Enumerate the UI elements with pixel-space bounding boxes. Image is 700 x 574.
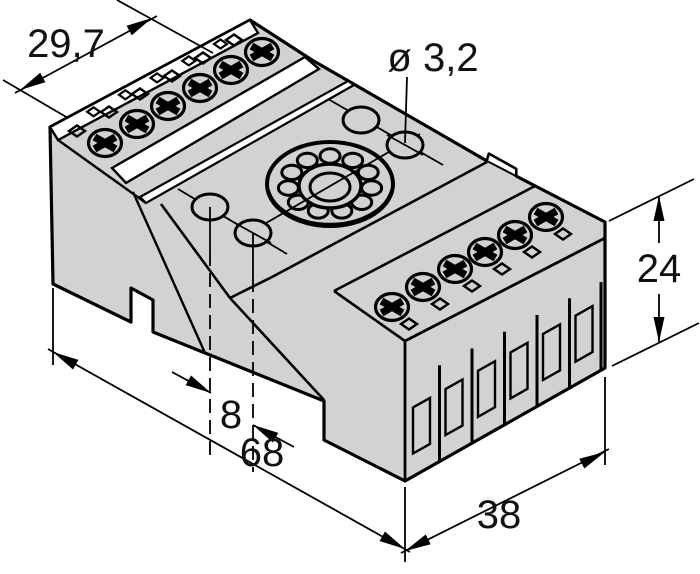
arrowhead — [20, 72, 46, 90]
body-edge-line — [131, 191, 207, 354]
dimension-line — [400, 448, 610, 554]
arrowhead — [579, 452, 605, 469]
dim-label-hole-diameter: ø 3,2 — [387, 36, 478, 80]
phillips-screw-icon — [376, 294, 409, 321]
label-band — [110, 55, 322, 185]
hole-cross-tick — [386, 134, 424, 156]
terminal-slot — [574, 304, 594, 364]
terminal-slot — [541, 322, 562, 383]
dim-label-height: 24 — [637, 247, 682, 291]
pin-hole — [295, 151, 319, 170]
body-edge-line — [159, 203, 232, 299]
body-edges — [57, 139, 606, 481]
dimension-height: 24 — [608, 178, 700, 367]
terminal-slot — [509, 340, 529, 401]
extension-line — [608, 178, 695, 222]
arrowhead — [185, 375, 211, 393]
phillips-screw-icon — [407, 274, 440, 301]
arrowhead — [405, 534, 431, 551]
pin-hole — [356, 163, 380, 182]
terminal-slot — [444, 377, 464, 438]
body-edge-line — [229, 275, 273, 300]
dimension-width: 38 — [400, 377, 610, 554]
phillips-screw-icon — [469, 239, 502, 266]
phillips-screw-icon — [246, 39, 279, 66]
relay-socket-ring — [241, 133, 421, 238]
front-face-top-edge — [404, 236, 606, 343]
arrowhead — [253, 425, 279, 443]
dim-label-hole-spacing: 8 — [220, 393, 242, 437]
extension-line — [2, 79, 69, 119]
dimension-hole-diameter: ø 3,2 — [387, 36, 479, 144]
extension-line — [611, 322, 700, 367]
front-fins — [411, 282, 603, 462]
arrowhead — [379, 531, 405, 549]
phillips-screw-icon — [215, 57, 248, 84]
pin-hole — [360, 179, 384, 197]
terminal-slot — [411, 395, 432, 456]
right-step-sliver — [485, 152, 517, 178]
front-block-chamfer-top — [271, 160, 488, 279]
dimension-length: 68 — [47, 288, 411, 562]
pin-hole — [276, 179, 300, 197]
pin-hole — [318, 147, 342, 165]
body-edge-line — [57, 139, 147, 204]
socket-rim — [266, 189, 394, 227]
phillips-screw-icon — [89, 130, 122, 157]
pin-hole — [341, 151, 365, 170]
front-block-left-top — [333, 289, 406, 343]
arrowhead — [653, 196, 665, 221]
phillips-screw-icon — [530, 204, 563, 231]
arrowhead — [653, 317, 665, 342]
dim-label-length: 68 — [240, 431, 285, 475]
mounting-holes — [177, 98, 444, 278]
mounting-hole — [341, 105, 381, 135]
device-body — [48, 18, 607, 483]
extension-line — [116, 0, 214, 54]
pin-hole — [280, 163, 304, 182]
dim-label-width: 38 — [477, 493, 522, 537]
terminal-slot — [476, 359, 497, 419]
phillips-screw-icon — [184, 75, 217, 102]
body-edge-line — [229, 297, 325, 401]
dim-label-terminal-strip: 29,7 — [27, 22, 105, 66]
phillips-screw-icon — [439, 256, 472, 283]
arrowhead — [53, 352, 79, 370]
arrowhead — [126, 18, 152, 36]
front-block-top-edge — [333, 184, 536, 293]
dimension-line — [47, 348, 411, 553]
leader-line — [404, 76, 408, 144]
phillips-screw-icon — [152, 93, 185, 120]
phillips-screw-icon — [121, 111, 154, 138]
phillips-screw-icon — [499, 222, 532, 249]
dimension-hole-spacing: 8 — [171, 252, 295, 472]
dimensions: 29,7 ø 3,2 24 8 — [2, 0, 700, 562]
dimension-terminal-strip: 29,7 — [2, 0, 214, 119]
